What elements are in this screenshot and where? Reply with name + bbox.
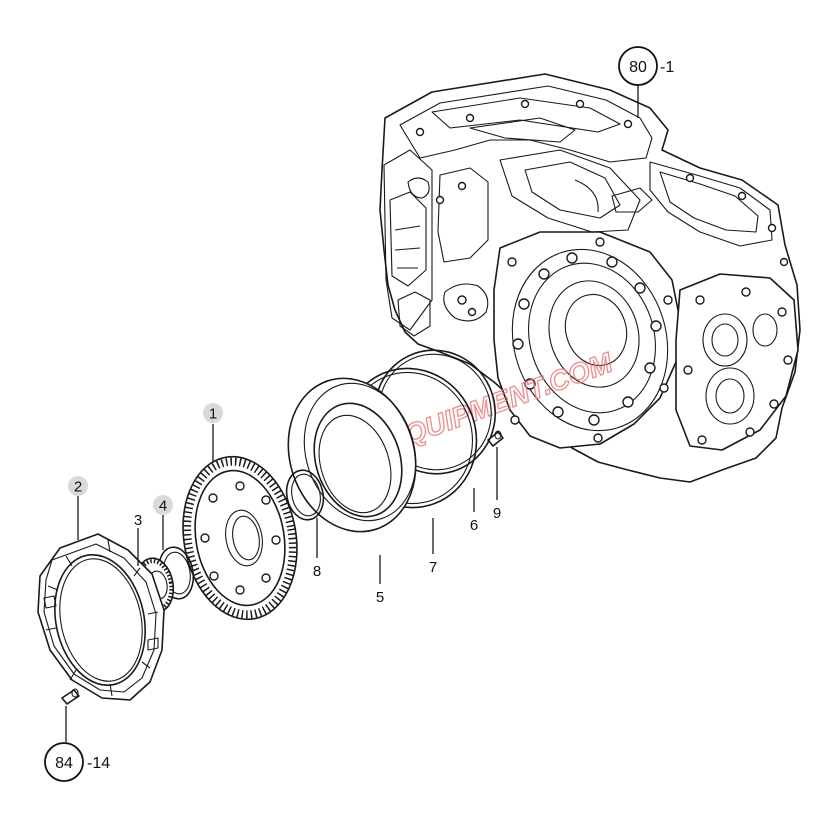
ref-84-pin [61,688,80,705]
part-2-cover-plate [37,533,165,701]
callout-7-label: 7 [429,559,437,576]
callout-5: 5 [376,589,384,606]
ref-80-number: 80 [629,59,647,76]
callout-6-label: 6 [470,517,478,534]
callout-5-label: 5 [376,589,384,606]
ref-84: 84 -14 [44,742,110,782]
callout-1-label: 1 [209,406,217,423]
callout-2-label: 2 [74,479,82,496]
ref-84-suffix: -14 [87,755,110,772]
callout-3: 3 [134,512,142,529]
callout-4: 4 [153,495,173,515]
callout-3-label: 3 [134,512,142,529]
ref-80: 80 -1 [618,46,674,86]
callout-9-label: 9 [493,505,501,522]
part-8-snap-ring [285,469,325,521]
callout-8: 8 [313,563,321,580]
ref-80-suffix: -1 [660,59,674,76]
callout-9: 9 [493,505,501,522]
callout-6: 6 [470,517,478,534]
callout-1: 1 [203,403,223,423]
callout-8-label: 8 [313,563,321,580]
part-9-pin [487,430,504,447]
leader-lines [65,78,639,742]
callout-2: 2 [68,476,88,496]
transmission-housing [379,73,801,483]
ref-84-number: 84 [55,755,73,772]
part-1-friction-disc [182,455,298,621]
callout-7: 7 [429,559,437,576]
callout-4-label: 4 [159,498,167,515]
